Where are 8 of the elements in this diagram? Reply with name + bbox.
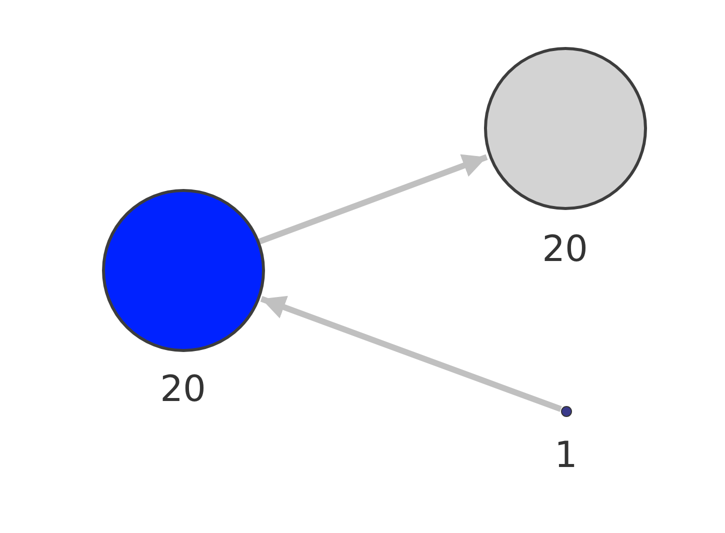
- circle-node: [484, 46, 646, 210]
- arrow: [258, 154, 488, 244]
- value-label: 20: [160, 372, 206, 408]
- circle-node: [102, 188, 264, 352]
- arrow: [260, 296, 562, 412]
- value-label: 1: [554, 438, 578, 474]
- circle-node: [560, 406, 572, 416]
- value-label: 20: [542, 232, 588, 268]
